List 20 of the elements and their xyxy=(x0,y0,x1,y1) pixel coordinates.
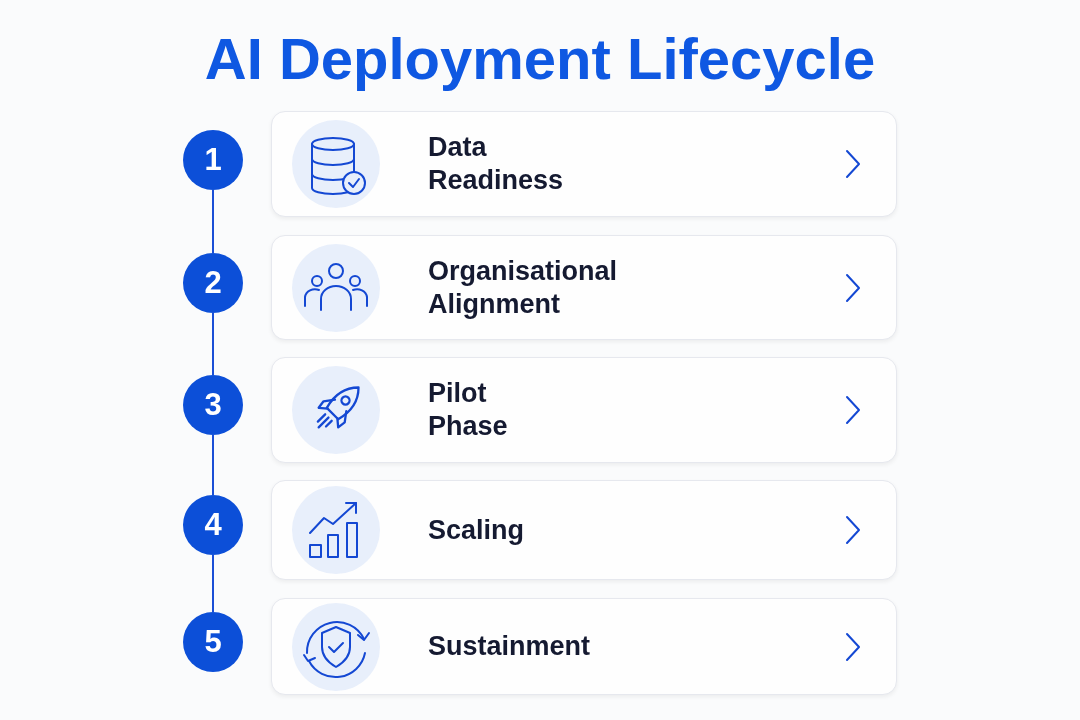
step-number: 4 xyxy=(183,495,243,555)
step-number: 1 xyxy=(183,130,243,190)
step-card xyxy=(271,357,897,463)
step-title: Organisational Alignment xyxy=(428,254,618,321)
step-card xyxy=(271,111,897,217)
step-title: Data Readiness xyxy=(428,131,564,197)
connector-line xyxy=(212,312,214,376)
step-number: 5 xyxy=(183,612,243,672)
step-number: 2 xyxy=(183,253,243,313)
step-title: Sustainment xyxy=(428,630,591,663)
step-title: Pilot Phase xyxy=(428,377,508,443)
connector-line xyxy=(212,434,214,496)
title: AI Deployment Lifecycle xyxy=(204,25,876,93)
step-title: Scaling xyxy=(428,513,525,547)
step-number: 3 xyxy=(183,375,243,435)
step-card xyxy=(271,480,897,580)
step-card xyxy=(271,235,897,340)
step-card xyxy=(271,598,897,695)
connector-line xyxy=(212,189,214,254)
connector-line xyxy=(212,554,214,613)
